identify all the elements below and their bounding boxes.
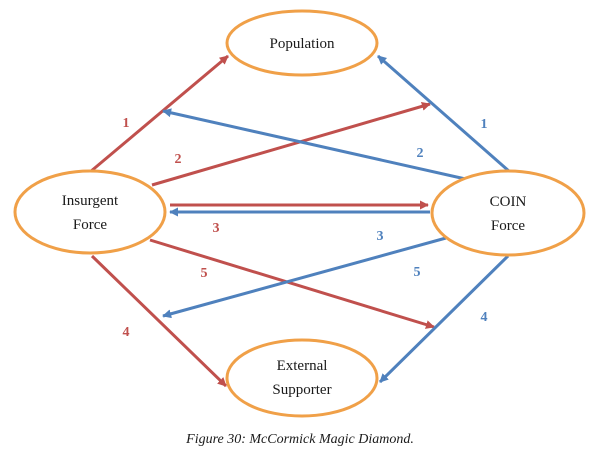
edge-coin-to-external	[378, 254, 510, 384]
node-insurgent-label-line1: Insurgent	[62, 193, 119, 209]
edge-label-insurgent-1: 1	[123, 116, 130, 131]
edge-label-coin-5: 5	[414, 265, 421, 280]
edge-coin-to-insurgent-upper	[162, 108, 471, 182]
edge-coin-to-insurgent-lower	[162, 236, 447, 319]
magic-diamond-diagram: Population Insurgent Force COIN Force Ex…	[13, 9, 586, 418]
node-coin-label-line2: Force	[491, 218, 525, 234]
node-external-supporter: External Supporter	[225, 338, 379, 418]
node-insurgent-force: Insurgent Force	[13, 169, 167, 255]
edge-label-coin-1: 1	[481, 117, 488, 132]
edge-label-insurgent-3: 3	[213, 221, 220, 236]
edge-label-insurgent-5: 5	[201, 266, 208, 281]
node-population: Population	[225, 9, 379, 77]
node-external-label-line1: External	[277, 358, 328, 374]
node-external-label-line2: Supporter	[272, 382, 331, 398]
edge-label-coin-2: 2	[417, 146, 424, 161]
edge-label-insurgent-4: 4	[123, 325, 130, 340]
figure-caption: Figure 30: McCormick Magic Diamond.	[186, 432, 414, 447]
edge-insurgent-to-external	[90, 254, 228, 388]
edge-coin-to-population	[377, 54, 511, 174]
edge-label-coin-3: 3	[377, 229, 384, 244]
edge-insurgent-to-coin-lower	[149, 238, 435, 329]
edge-label-insurgent-2: 2	[175, 152, 182, 167]
node-coin-label-line1: COIN	[490, 194, 527, 210]
node-population-label: Population	[269, 36, 335, 52]
edge-insurgent-to-coin-upper	[151, 101, 431, 187]
edge-label-coin-4: 4	[481, 310, 488, 325]
edge-insurgent-to-population	[89, 54, 229, 174]
node-insurgent-label-line2: Force	[73, 217, 107, 233]
node-coin-force: COIN Force	[430, 169, 586, 257]
